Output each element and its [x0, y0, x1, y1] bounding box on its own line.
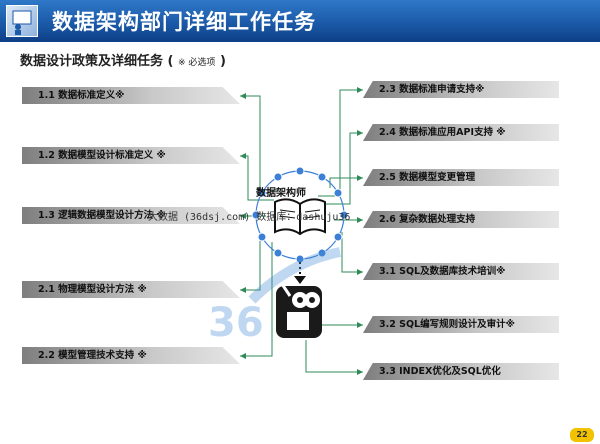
required-note: ※ 必选项	[178, 58, 216, 68]
page-title: 数据架构部门详细工作任务	[52, 10, 316, 34]
task-banner-left: 2.2 模型管理技术支持 ※	[22, 347, 240, 364]
task-banner-left: 2.1 物理模型设计方法 ※	[22, 281, 240, 298]
section-subtitle: 数据设计政策及详细任务 ( ※ 必选项 )	[20, 50, 226, 69]
mechanic-icon	[276, 283, 322, 338]
task-banner-right: 2.4 数据标准应用API支持 ※	[363, 124, 559, 141]
task-banner-right: 2.3 数据标准申请支持※	[363, 81, 559, 98]
task-banner-right: 3.1 SQL及数据库技术培训※	[363, 263, 559, 280]
watermark-text: 大数据 (36dsj.com) 数据库：dashuju36	[148, 212, 351, 223]
subtitle-close: )	[219, 54, 226, 69]
watermark-logo-icon: 36	[208, 247, 342, 346]
presenter-icon	[6, 5, 38, 37]
task-banner-left: 1.1 数据标准定义※	[22, 87, 240, 104]
svg-text:36: 36	[208, 300, 264, 346]
task-banner-left: 1.2 数据模型设计标准定义 ※	[22, 147, 240, 164]
title-bar: 数据架构部门详细工作任务	[0, 0, 600, 42]
subtitle-text: 数据设计政策及详细任务 (	[20, 54, 174, 69]
page-number-badge: 22	[570, 428, 594, 442]
task-banner-right: 3.3 INDEX优化及SQL优化	[363, 363, 559, 380]
task-banner-left: 1.3 逻辑数据模型设计方法 ※	[22, 207, 240, 224]
task-banner-right: 2.5 数据模型变更管理	[363, 169, 559, 186]
task-banner-right: 2.6 复杂数据处理支持	[363, 211, 559, 228]
data-architect-label: 数据架构师	[256, 188, 306, 199]
book-icon	[274, 198, 326, 236]
task-banner-right: 3.2 SQL编写规则设计及审计※	[363, 316, 559, 333]
